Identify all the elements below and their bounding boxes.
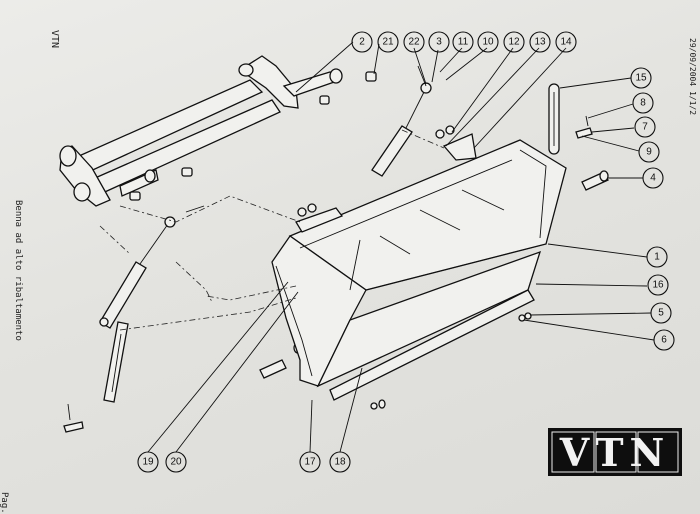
svg-text:3: 3 [436, 37, 442, 48]
svg-text:1: 1 [654, 252, 660, 263]
svg-text:2: 2 [359, 37, 365, 48]
svg-text:5: 5 [658, 308, 664, 319]
vtn-logo-text: VTN [559, 430, 671, 475]
svg-text:14: 14 [560, 37, 572, 48]
callout-17: 17 [299, 451, 321, 473]
svg-text:6: 6 [661, 335, 667, 346]
callout-22: 22 [403, 31, 425, 53]
svg-text:10: 10 [482, 37, 494, 48]
callout-16: 16 [647, 274, 669, 296]
svg-text:17: 17 [304, 457, 316, 468]
callout-7: 7 [634, 116, 656, 138]
callout-9: 9 [638, 141, 660, 163]
callout-14: 14 [555, 31, 577, 53]
hydraulic-cylinder-upper [371, 65, 432, 177]
svg-text:8: 8 [640, 98, 646, 109]
callout-8: 8 [632, 92, 654, 114]
bucket-body-part [271, 125, 567, 401]
svg-text:18: 18 [334, 457, 346, 468]
assembly-dash-lines [99, 129, 445, 331]
callout-6: 6 [653, 329, 675, 351]
callout-5: 5 [650, 302, 672, 324]
svg-text:19: 19 [142, 457, 154, 468]
side-caption: Benna ad alto ribaltamento [13, 200, 23, 341]
callout-3: 3 [428, 31, 450, 53]
callout-18: 18 [329, 451, 351, 473]
svg-text:20: 20 [170, 457, 182, 468]
svg-text:16: 16 [652, 280, 664, 291]
callout-12: 12 [503, 31, 525, 53]
svg-text:11: 11 [458, 37, 469, 48]
callout-10: 10 [477, 31, 499, 53]
header-date-text: 29/09/2004 1/1/2 [688, 38, 697, 115]
link-bar-left [103, 321, 129, 403]
header-left-text: VTN [49, 30, 60, 48]
svg-text:13: 13 [534, 37, 546, 48]
pin-part [63, 115, 609, 433]
vtn-logo: VTN [548, 428, 682, 476]
callout-4: 4 [642, 167, 664, 189]
svg-text:15: 15 [635, 73, 647, 84]
link-bar-right [548, 83, 560, 155]
callout-19: 19 [137, 451, 159, 473]
callout-20: 20 [165, 451, 187, 473]
hydraulic-cylinder-lower [99, 205, 205, 329]
svg-text:7: 7 [642, 122, 648, 133]
callout-2: 2 [351, 31, 373, 53]
svg-text:22: 22 [408, 37, 420, 48]
callout-15: 15 [630, 67, 652, 89]
svg-text:21: 21 [382, 37, 394, 48]
callout-1: 1 [646, 246, 668, 268]
svg-text:12: 12 [508, 37, 520, 48]
callout-13: 13 [529, 31, 551, 53]
leader-lines [147, 41, 655, 453]
svg-text:4: 4 [650, 173, 656, 184]
loader-frame-part [59, 55, 377, 207]
page-label: Pag. 6 [0, 492, 9, 514]
callout-21: 21 [377, 31, 399, 53]
svg-text:9: 9 [646, 147, 652, 158]
callout-11: 11 [452, 31, 474, 53]
